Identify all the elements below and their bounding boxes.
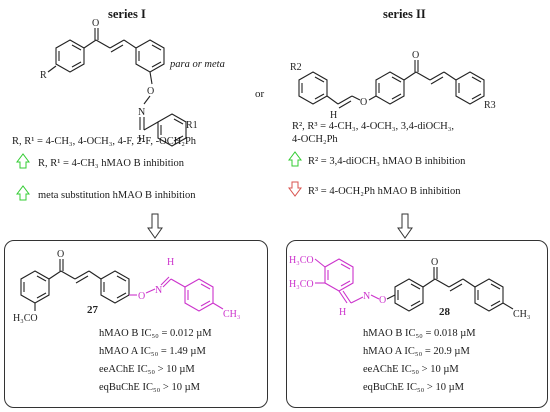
series-one-title: series I — [108, 7, 146, 21]
series-one-finding-1: R, R¹ = 4-CH₃ hMAO B inhibition — [38, 158, 185, 169]
series-two-substituents: R², R³ = 4-CH₃, 4-OCH₃, 3,4-diOCH₃, 4-OC… — [292, 121, 455, 145]
series-two-title: series II — [383, 7, 426, 21]
c27-h3co-label: H₃CO — [13, 313, 38, 324]
r3-label: R3 — [484, 100, 496, 111]
c27-nitrogen: N — [155, 285, 162, 296]
series-two-finding-2: R³ = 4-OCH₂Ph hMAO B inhibition — [308, 186, 461, 197]
compound-27-panel: H₃CO O O N H CH₃ 27 hMAO B IC₅₀ = 0.012 … — [4, 240, 268, 408]
series-one-finding-2: meta substitution hMAO B inhibition — [38, 190, 196, 201]
carbonyl-oxygen-label: O — [92, 18, 99, 29]
compound-28-number: 28 — [439, 306, 451, 318]
series-two-down-arrow — [288, 181, 302, 197]
c27-line-2: hMAO A IC₅₀ = 1.49 µM — [99, 346, 206, 357]
series-two-carbonyl-oxygen: O — [412, 50, 419, 61]
c28-oxygen: O — [379, 295, 386, 306]
c27-line-1: hMAO B IC₅₀ = 0.012 µM — [99, 328, 212, 339]
c28-imine-h: H — [339, 307, 346, 318]
series-one-up-arrow-2 — [16, 185, 30, 201]
series-one-structure: O R O N H R1 — [40, 18, 198, 147]
series-two-ether-oxygen-label: O — [360, 97, 367, 108]
series-two-structure: R2 H O O R3 — [290, 50, 496, 121]
c28-nitrogen: N — [363, 291, 370, 302]
c28-line-1: hMAO B IC₅₀ = 0.018 µM — [363, 328, 476, 339]
c27-line-4: eqBuChE IC₅₀ > 10 µM — [99, 382, 200, 393]
imine-nitrogen-label: N — [138, 107, 145, 118]
c28-line-2: hMAO A IC₅₀ = 20.9 µM — [363, 346, 470, 357]
c28-line-3: eeAChE IC₅₀ > 10 µM — [363, 364, 459, 375]
ether-oxygen-label: O — [147, 86, 154, 97]
compound-27-structure: H₃CO O O N H CH₃ 27 — [13, 249, 240, 324]
or-connector: or — [255, 88, 265, 100]
para-meta-label: para or meta — [170, 59, 225, 70]
c27-oxygen: O — [138, 291, 145, 302]
series-one-up-arrow-1 — [16, 153, 30, 169]
series-two-finding-1: R² = 3,4-diOCH₃ hMAO B inhibition — [308, 156, 466, 167]
r-label: R — [40, 70, 47, 81]
series-one-down-arrow — [147, 213, 163, 239]
series-two-down-arrow-big — [397, 213, 413, 239]
c27-ch3-label: CH₃ — [223, 309, 240, 320]
c28-carbonyl-o: O — [431, 257, 438, 268]
vinyl-h-label: H — [330, 110, 337, 121]
compound-28-structure: H₃CO H₃CO H N O O CH₃ 28 — [289, 255, 530, 320]
compound-27-number: 27 — [87, 304, 99, 316]
c27-line-3: eeAChE IC₅₀ > 10 µM — [99, 364, 195, 375]
r1-label: R1 — [186, 120, 198, 131]
c27-imine-h: H — [167, 257, 174, 268]
series-two-up-arrow — [288, 151, 302, 167]
c27-carbonyl-o: O — [57, 249, 64, 260]
compound-28-panel: H₃CO H₃CO H N O O CH₃ 28 hMAO B — [286, 240, 548, 408]
imine-h-label: H — [138, 134, 145, 145]
c28-ch3-label: CH₃ — [513, 309, 530, 320]
c28-h3co-bottom: H₃CO — [289, 279, 314, 290]
series-one-substituents: R, R¹ = 4-CH₃, 4-OCH₃, 4-F, 2-F, -OCH₂Ph — [12, 136, 197, 147]
c28-line-4: eqBuChE IC₅₀ > 10 µM — [363, 382, 464, 393]
c28-h3co-top: H₃CO — [289, 255, 314, 266]
r2-label: R2 — [290, 62, 302, 73]
